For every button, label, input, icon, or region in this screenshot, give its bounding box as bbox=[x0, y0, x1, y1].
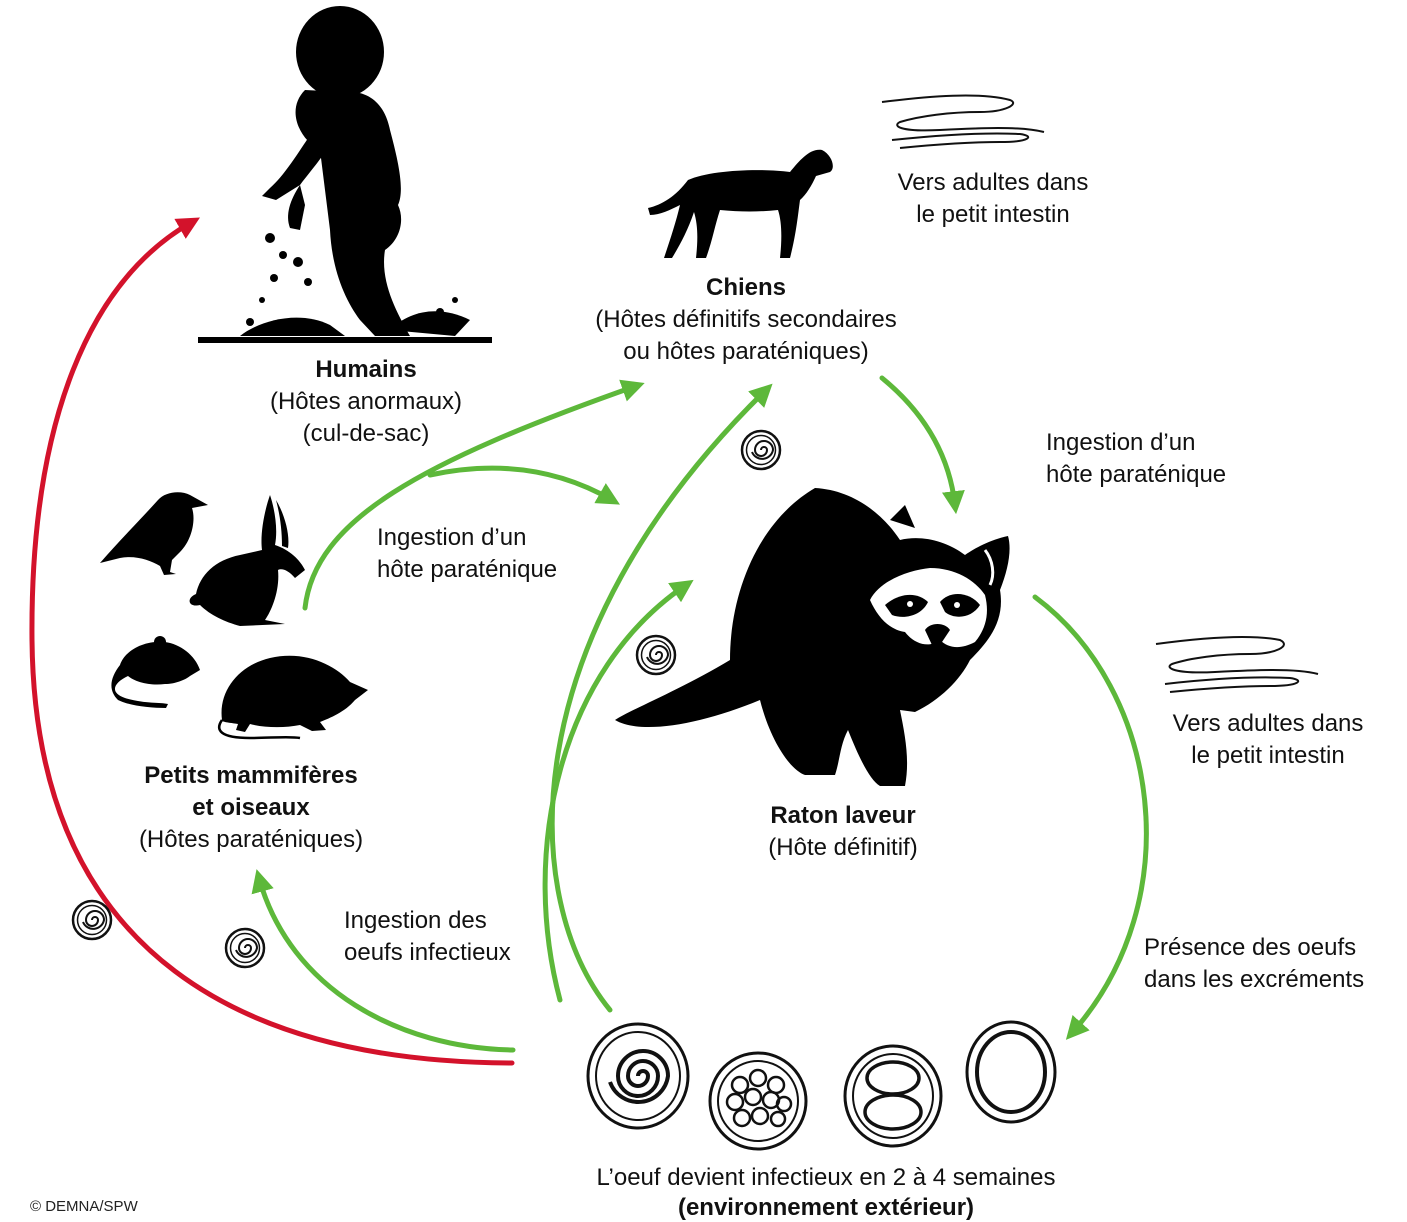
dogs-worms-line2: le petit intestin bbox=[916, 199, 1069, 231]
crow-silhouette bbox=[100, 492, 208, 575]
paratenic-ingestion-right-line2: hôte paraténique bbox=[1046, 459, 1226, 491]
arrow-raccoon-to-eggs bbox=[1035, 597, 1146, 1033]
arrow-small-hosts-to-raccoon bbox=[430, 468, 612, 500]
small-hosts-title-line1: Petits mammifères bbox=[144, 760, 357, 792]
dog-silhouette bbox=[648, 150, 833, 258]
egg-stage-morula bbox=[710, 1053, 806, 1149]
child-silhouette bbox=[198, 6, 492, 343]
egg-ingestion-line1: Ingestion des bbox=[344, 905, 487, 937]
hare-silhouette bbox=[190, 495, 305, 626]
mouse-silhouette bbox=[111, 636, 200, 708]
egg-stage-two-cell bbox=[845, 1046, 941, 1146]
egg-ingestion-line2: oeufs infectieux bbox=[344, 937, 511, 969]
paratenic-ingestion-right-line1: Ingestion d’un bbox=[1046, 427, 1195, 459]
small-hosts-title-line2: et oiseaux bbox=[192, 792, 309, 824]
raccoon-title: Raton laveur bbox=[770, 800, 915, 832]
raccoon-worms-line1: Vers adultes dans bbox=[1173, 708, 1364, 740]
raccoon-silhouette bbox=[615, 488, 1010, 786]
dogs-role-line1: (Hôtes définitifs secondaires bbox=[595, 304, 896, 336]
raccoon-role: (Hôte définitif) bbox=[768, 832, 917, 864]
egg-icon-near-small-hosts-arrow bbox=[226, 929, 264, 967]
egg-icon-near-raccoon-arrow bbox=[637, 636, 675, 674]
dogs-worms-line1: Vers adultes dans bbox=[898, 167, 1089, 199]
egg-caption-line2: (environnement extérieur) bbox=[678, 1192, 974, 1222]
raccoon-worms-line2: le petit intestin bbox=[1191, 740, 1344, 772]
egg-stage-infective bbox=[588, 1024, 688, 1128]
humans-note: (cul-de-sac) bbox=[303, 418, 430, 450]
paratenic-ingestion-center-line1: Ingestion d’un bbox=[377, 522, 526, 554]
egg-icon-near-human-arrow bbox=[73, 901, 111, 939]
adult-worms-icon-right bbox=[1156, 637, 1318, 692]
arrow-dogs-to-raccoon bbox=[882, 378, 955, 505]
adult-worms-icon-top bbox=[882, 96, 1044, 148]
copyright-credit: © DEMNA/SPW bbox=[30, 1198, 138, 1215]
egg-development-stages bbox=[588, 1022, 1055, 1149]
eggs-in-feces-line1: Présence des oeufs bbox=[1144, 932, 1356, 964]
eggs-in-feces-line2: dans les excréments bbox=[1144, 964, 1364, 996]
paratenic-ingestion-center-line2: hôte paraténique bbox=[377, 554, 557, 586]
humans-role: (Hôtes anormaux) bbox=[270, 386, 462, 418]
humans-title: Humains bbox=[315, 354, 416, 386]
small-hosts-role: (Hôtes paraténiques) bbox=[139, 824, 363, 856]
egg-caption-line1: L’oeuf devient infectieux en 2 à 4 semai… bbox=[597, 1162, 1056, 1194]
egg-icon-near-dog-arrow bbox=[742, 431, 780, 469]
egg-stage-unembryonated bbox=[967, 1022, 1055, 1122]
rat-silhouette bbox=[219, 656, 368, 738]
dogs-title: Chiens bbox=[706, 272, 786, 304]
dogs-role-line2: ou hôtes paraténiques) bbox=[623, 336, 869, 368]
